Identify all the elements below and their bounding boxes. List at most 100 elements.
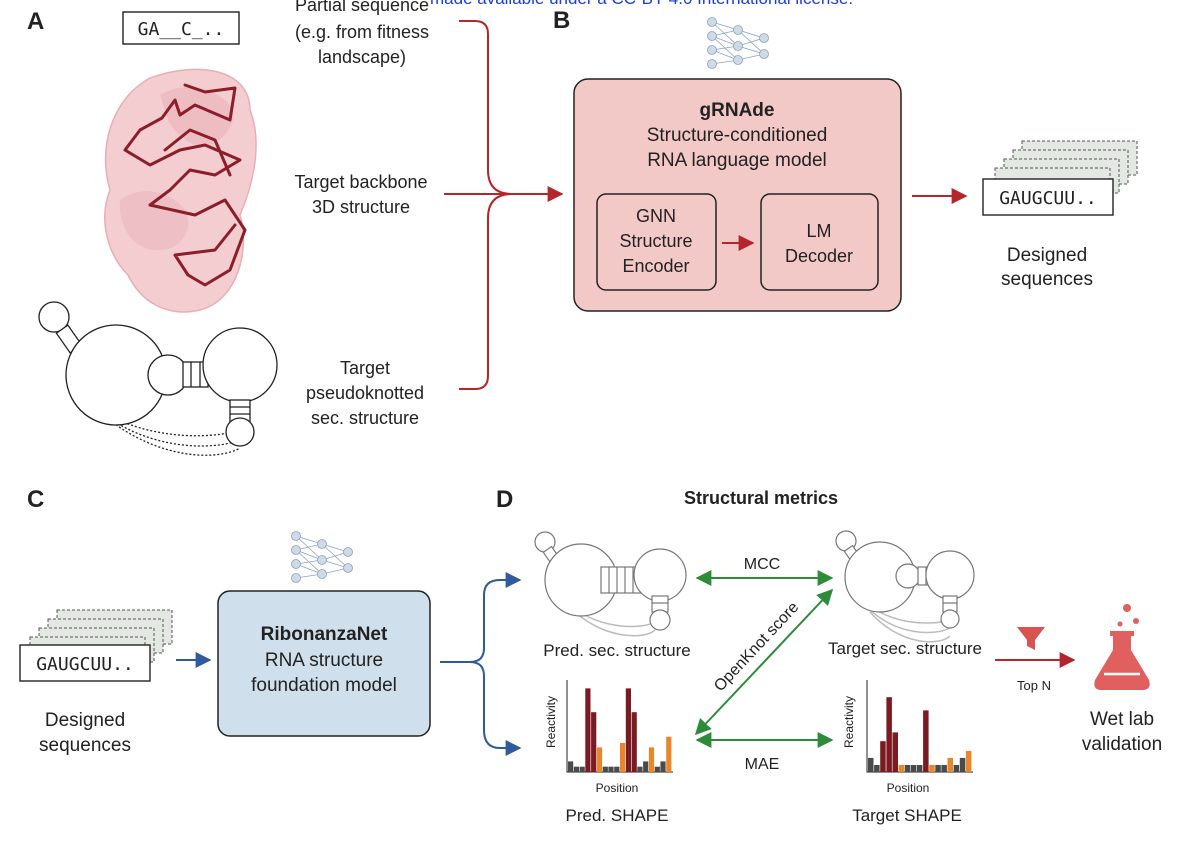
chart-bar (929, 765, 935, 772)
designed-sequences-label-c: sequences (39, 735, 131, 756)
target-shape-chart: Reactivity Position (842, 680, 973, 795)
metric-arrows (694, 570, 834, 748)
chart-bar (965, 750, 972, 772)
target-structure-label: Target sec. structure (828, 639, 982, 658)
predicted-secondary-structure (534, 531, 687, 637)
designed-sequences-label-b: Designed (1007, 245, 1087, 266)
target-pseudoknot-label: Target pseudoknotted sec. structure (306, 358, 424, 428)
chart-x-axis-label: Position (596, 781, 639, 795)
decoder-line: Decoder (785, 246, 853, 266)
designed-sequences-label-c: Designed (45, 710, 125, 731)
pred-structure-label: Pred. sec. structure (543, 641, 690, 660)
chart-bar (880, 741, 886, 772)
pseudoknot-secondary-structure (38, 301, 278, 456)
header-fragment: made available under a CC-BY 4.0 Interna… (430, 0, 853, 8)
ribonanza-output-arrows (440, 572, 522, 756)
encoder-line: GNN (636, 206, 676, 226)
partial-sequence-label: Partial sequence (e.g. from fitness land… (295, 0, 429, 67)
chart-bar (608, 766, 614, 772)
chart-bar (935, 765, 941, 772)
encoder-line: Encoder (622, 256, 689, 276)
partial-sequence-box: GA__C_.. (122, 11, 240, 45)
chart-x-axis-label: Position (887, 781, 930, 795)
grnade-desc-line: Structure-conditioned (647, 125, 828, 146)
chart-bar (874, 765, 880, 772)
chart-bar (941, 765, 947, 772)
designed-sequences-label-b: sequences (1001, 269, 1093, 290)
ribonanza-desc-line: foundation model (251, 675, 397, 696)
chart-bar (643, 761, 649, 772)
decoder-line: LM (806, 221, 831, 241)
chart-bar (953, 765, 960, 772)
chart-bar (654, 766, 660, 772)
top-n-label: Top N (1017, 678, 1051, 693)
partial-sequence-text: GA__C_.. (138, 19, 225, 40)
target-backbone-label: Target backbone 3D structure (294, 172, 427, 217)
chart-bar (579, 766, 585, 772)
chart-bar (631, 712, 637, 772)
label-line: Target (340, 358, 390, 378)
filter-icon (1017, 627, 1045, 650)
label-line: Partial sequence (295, 0, 429, 15)
chart-bar (910, 765, 917, 772)
ribonanzanet-model-box: RibonanzaNet RNA structure foundation mo… (217, 590, 431, 737)
chart-bar (625, 688, 631, 772)
input-sequence-text: GAUGCUU.. (36, 654, 134, 675)
chart-bar (648, 747, 655, 772)
chart-bar (591, 712, 597, 772)
wet-lab-label: validation (1082, 734, 1162, 755)
chart-bar (904, 765, 911, 772)
chart-bar (614, 766, 620, 772)
label-line: pseudoknotted (306, 383, 424, 403)
ribonanza-title: RibonanzaNet (261, 624, 388, 645)
chart-bar (916, 765, 923, 772)
grnade-model-box: gRNAde Structure-conditioned RNA languag… (573, 78, 902, 312)
chart-y-axis-label: Reactivity (842, 696, 856, 748)
chart-bar (602, 766, 608, 772)
label-line: sec. structure (311, 408, 419, 428)
neural-network-icon (291, 531, 353, 583)
mae-label: MAE (745, 756, 780, 773)
panel-a-letter: A (27, 8, 44, 35)
chart-bar (898, 765, 905, 772)
chart-bar (637, 766, 643, 772)
chart-bar (620, 743, 626, 772)
pred-shape-chart: Reactivity Position (544, 680, 673, 795)
designed-sequences-stack-c: GAUGCUU.. (19, 609, 173, 682)
lm-decoder-box (760, 193, 879, 291)
openknot-label: OpenKnot score (711, 599, 802, 695)
chart-bar (868, 757, 874, 772)
label-line: (e.g. from fitness (295, 22, 429, 42)
chart-bar (886, 697, 892, 772)
neural-network-icon (707, 17, 769, 69)
pred-shape-label: Pred. SHAPE (566, 806, 669, 825)
grnade-desc-line: RNA language model (647, 150, 827, 171)
target-shape-label: Target SHAPE (852, 806, 962, 825)
flask-icon (1094, 604, 1150, 690)
chart-bar (568, 761, 574, 772)
target-secondary-structure (835, 530, 975, 643)
label-line: Target backbone (294, 172, 427, 192)
label-line: landscape) (318, 47, 406, 67)
designed-sequences-stack-b: GAUGCUU.. (982, 140, 1138, 216)
chart-bar (892, 732, 898, 772)
structural-metrics-title: Structural metrics (684, 488, 838, 508)
gnn-encoder-box (596, 193, 717, 291)
output-sequence-text: GAUGCUU.. (999, 188, 1097, 209)
chart-bar (947, 757, 953, 772)
panel-b-letter: B (553, 7, 570, 34)
rna-3d-structure-illustration (104, 68, 257, 313)
grnade-title: gRNAde (700, 100, 775, 121)
chart-bar (585, 688, 591, 772)
chart-bar (666, 736, 672, 772)
chart-y-axis-label: Reactivity (544, 696, 558, 748)
input-merge-arrows (444, 20, 564, 390)
label-line: 3D structure (312, 197, 410, 217)
chart-bar (660, 761, 666, 772)
panel-c-letter: C (27, 486, 44, 513)
ribonanza-desc-line: RNA structure (265, 650, 383, 671)
wet-lab-label: Wet lab (1090, 709, 1154, 730)
chart-bar (573, 766, 579, 772)
chart-bar (959, 757, 966, 772)
